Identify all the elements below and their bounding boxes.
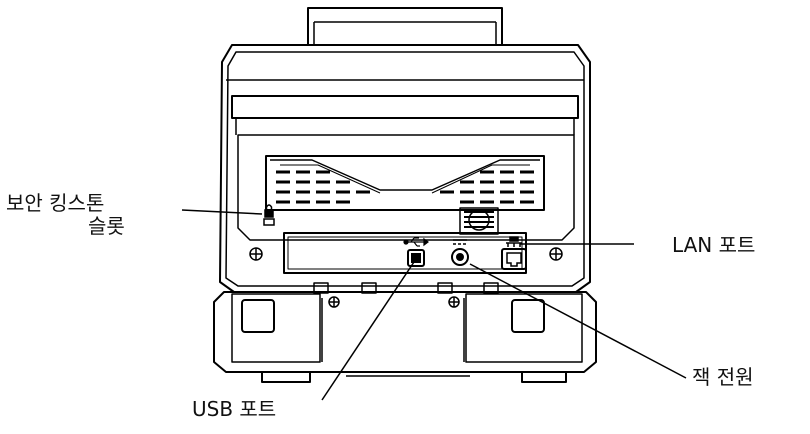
housing-screw — [249, 247, 563, 261]
vent-slots — [276, 170, 534, 204]
leader-security-slot — [181, 209, 263, 215]
lan-port — [501, 236, 527, 270]
usb-icon — [403, 237, 429, 247]
power-jack-label: 잭 전원 — [692, 365, 754, 389]
usb-port-label: USB 포트 — [192, 397, 277, 421]
security-slot-label-line2: 슬롯 — [88, 214, 125, 238]
callout-lines — [181, 209, 687, 401]
power-jack — [451, 239, 469, 266]
fan-grille — [459, 207, 499, 235]
lan-port-icon — [506, 236, 522, 247]
leader-power-jack — [469, 263, 687, 379]
lock-icon — [264, 204, 274, 218]
power-jack-icon — [453, 239, 467, 245]
device-body — [219, 44, 591, 293]
lan-port-label: LAN 포트 — [672, 233, 756, 257]
security-slot-label: 보안 킹스톤 슬롯 — [6, 192, 125, 238]
connector-panel — [283, 232, 527, 274]
security-slot-label-line1: 보안 킹스톤 — [6, 191, 105, 215]
usb-port — [403, 237, 429, 267]
paper-tray — [307, 7, 503, 45]
device-base — [213, 282, 597, 383]
ventilation-grille — [265, 155, 545, 211]
leader-usb-port — [321, 261, 415, 401]
kensington-slot — [263, 204, 275, 226]
